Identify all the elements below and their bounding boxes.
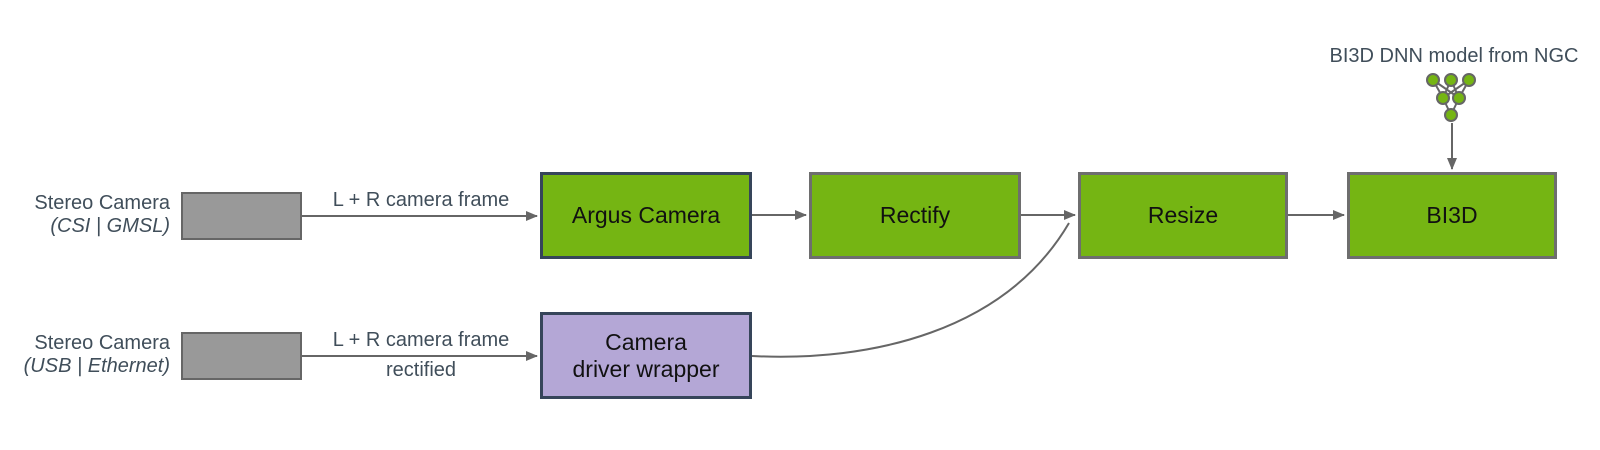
node-resize: Resize	[1078, 172, 1288, 259]
node-label: Rectify	[879, 202, 951, 228]
dnn-icon-edges	[1432, 79, 1470, 116]
dnn-icon-node	[1462, 73, 1476, 87]
node-label-line2: driver wrapper	[572, 355, 720, 382]
source-name: Stereo Camera	[34, 192, 170, 214]
source-label-usb: Stereo Camera (USB | Ethernet)	[10, 332, 170, 378]
stereo-camera-usb-box	[181, 332, 302, 380]
source-name: Stereo Camera	[34, 332, 170, 354]
node-bi3d: BI3D	[1347, 172, 1557, 259]
edge-label-csi-frame: L + R camera frame	[332, 189, 510, 211]
dnn-icon-node	[1444, 73, 1458, 87]
source-interface: (CSI | GMSL)	[50, 215, 170, 237]
dnn-icon-node	[1452, 91, 1466, 105]
node-label: BI3D	[1426, 202, 1478, 228]
source-interface: (USB | Ethernet)	[23, 355, 170, 377]
node-label: Camera driver wrapper	[573, 329, 720, 383]
source-label-csi: Stereo Camera (CSI | GMSL)	[10, 192, 170, 238]
node-label-line1: Camera	[605, 328, 687, 355]
node-camera-driver-wrapper: Camera driver wrapper	[540, 312, 752, 399]
node-rectify: Rectify	[809, 172, 1021, 259]
curve-wrapper-to-resize	[751, 222, 1070, 358]
node-label: Resize	[1147, 202, 1219, 228]
dnn-icon-node	[1436, 91, 1450, 105]
dnn-model-label: BI3D DNN model from NGC	[1329, 45, 1579, 67]
node-argus-camera: Argus Camera	[540, 172, 752, 259]
node-label: Argus Camera	[571, 202, 721, 228]
edge-label-usb-frame: L + R camera frame	[332, 329, 510, 351]
dnn-icon-node	[1426, 73, 1440, 87]
dnn-model-icon	[1426, 73, 1476, 122]
edge-label-usb-frame-rectified: rectified	[385, 359, 457, 381]
dnn-icon-node	[1444, 108, 1458, 122]
stereo-camera-csi-box	[181, 192, 302, 240]
